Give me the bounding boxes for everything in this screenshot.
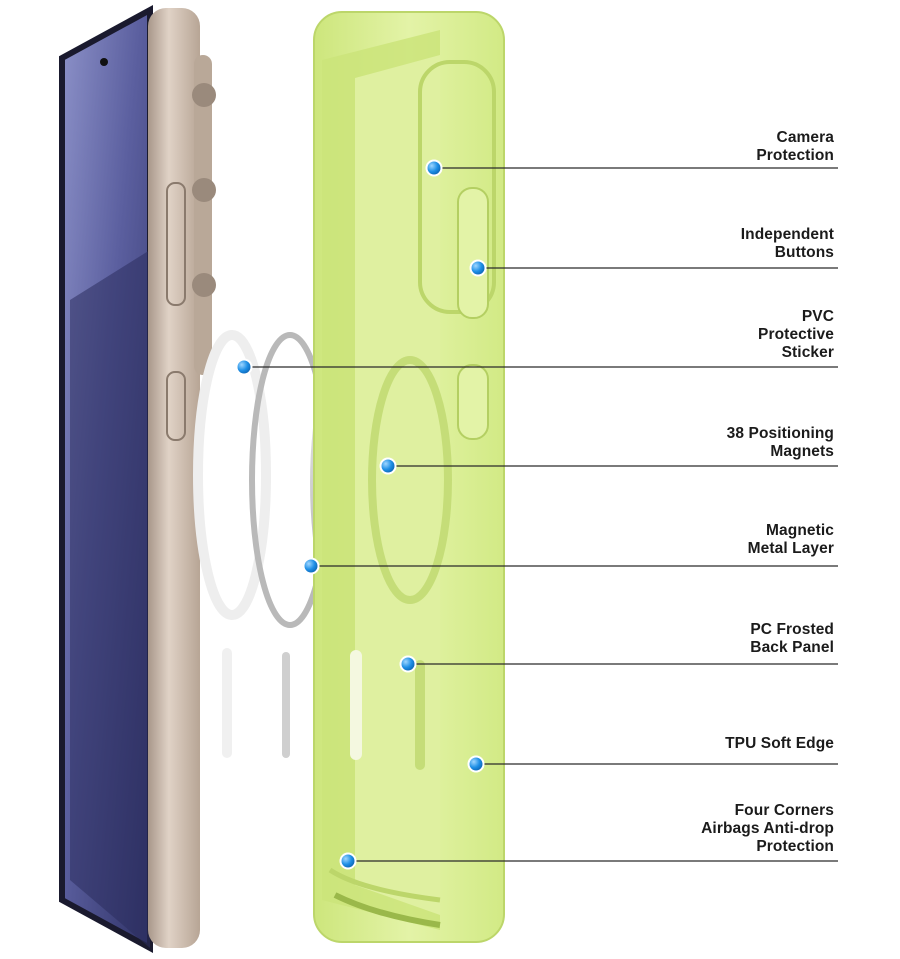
callout-pc-frosted-back-panel: PC Frosted Back Panel: [750, 621, 834, 656]
camera-cutout: [418, 60, 496, 314]
callout-dots: [235, 159, 487, 870]
callout-dot-icon: [425, 159, 443, 177]
callout-tpu-soft-edge: TPU Soft Edge: [725, 735, 834, 752]
pvc-sticker-ring: [193, 330, 271, 620]
callout-dot-icon: [302, 557, 320, 575]
front-camera-icon: [100, 58, 108, 66]
callout-dot-icon: [235, 358, 253, 376]
callout-independent-buttons: Independent Buttons: [740, 226, 834, 261]
callout-dot-icon: [467, 755, 485, 773]
phone-case: [313, 11, 505, 943]
case-power-button: [457, 364, 489, 440]
callout-magnetic-metal-layer: Magnetic Metal Layer: [747, 522, 834, 557]
callout-camera-protection: Camera Protection: [756, 129, 834, 164]
callout-dot-icon: [399, 655, 417, 673]
callout-dot-icon: [339, 852, 357, 870]
callout-positioning-magnets: 38 Positioning Magnets: [726, 425, 834, 460]
case-magsafe-ring: [368, 356, 452, 604]
power-button: [166, 371, 186, 441]
case-volume-button: [457, 187, 489, 319]
phone: [59, 4, 216, 954]
callout-dot-icon: [469, 259, 487, 277]
volume-button: [166, 182, 186, 306]
callout-pvc-protective-sticker: PVC Protective Sticker: [758, 308, 834, 361]
phone-frame: [148, 8, 200, 948]
callout-four-corners-airbags: Four Corners Airbags Anti-drop Protectio…: [701, 802, 834, 855]
callout-lines: [244, 167, 838, 862]
callout-dot-icon: [379, 457, 397, 475]
